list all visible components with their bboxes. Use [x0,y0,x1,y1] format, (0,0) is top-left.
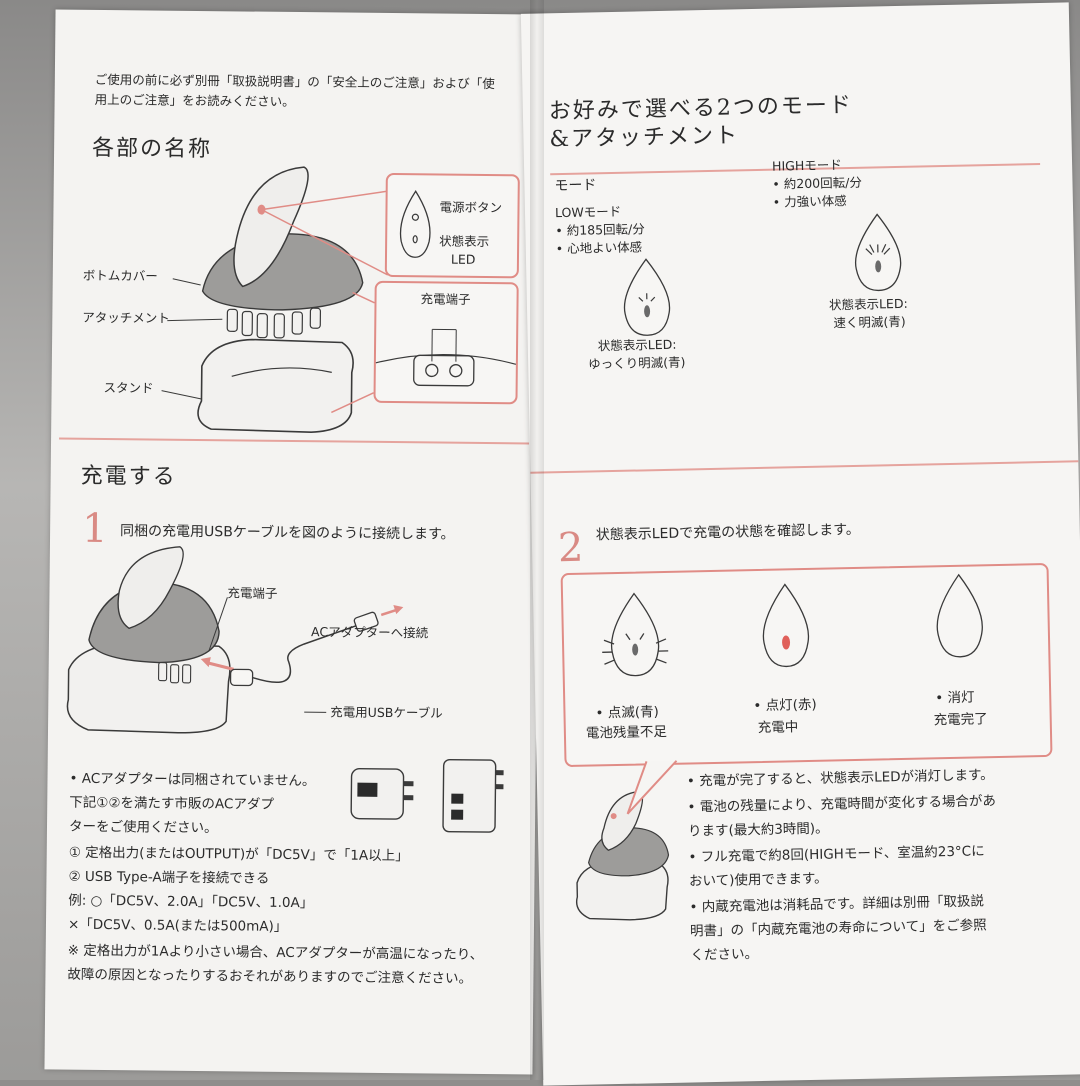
label-status-led-2: LED [451,252,476,269]
bullet-line: ください。 [690,945,758,965]
right-page: お好みで選べる2つのモード &アタッチメント モード LOWモード • 約185… [521,2,1080,1085]
label-bottom-cover: ボトムカバー [83,268,158,286]
step1-label-charge-port: 充電端子 [227,585,277,602]
state-off-2: 充電完了 [934,710,988,729]
bullet-line: • 電池の残量により、充電時間が変化する場合があ [687,792,996,817]
led-low-icon [616,257,678,338]
note-line: ×「DC5V、0.5A(または500mA)」 [68,916,288,937]
callout-power: 電源ボタン 状態表示 LED [385,173,520,278]
bullet-line: 明書」の「内蔵充電池の寿命について」をご参照 [690,916,987,940]
high-mode-line-2: • 力強い体感 [773,193,847,211]
modes-title-2: &アタッチメント [549,121,739,155]
label-attachment: アタッチメント [82,310,170,328]
label-charge-port: 充電端子 [420,291,470,308]
state-red-1: • 点灯(赤) [753,696,817,716]
label-power-button: 電源ボタン [439,200,502,218]
book-spine [530,0,544,1080]
led-off-icon [929,570,991,661]
low-led-2: ゆっくり明滅(青) [588,354,686,373]
charge-state-box: • 点滅(青) 電池残量不足 • 点灯(赤) 充電中 • 消灯 充電完了 [561,563,1053,767]
ac-adapter-illustration [347,749,508,841]
mode-label: モード [554,176,596,196]
note-line: ※ 定格出力が1Aより小さい場合、ACアダプターが高温になったり、 [68,942,484,965]
callout-charge-port: 充電端子 [373,281,518,405]
charge-title: 充電する [81,462,177,493]
step-1-text: 同梱の充電用USBケーブルを図のように接続します。 [120,522,455,544]
low-mode-line-1: • 約185回転/分 [555,221,645,240]
note-line: ② USB Type-A端子を接続できる [68,868,269,888]
section-divider-right [530,460,1078,473]
high-mode-line-1: • 約200回転/分 [772,175,862,194]
label-stand: スタンド [104,380,154,397]
low-led-1: 状態表示LED: [598,337,677,356]
state-off-1: • 消灯 [935,689,975,708]
led-high-icon [847,212,909,293]
note-line: 例: ○「DC5V、2.0A」「DC5V、1.0A」 [68,892,313,913]
high-led-1: 状態表示LED: [829,296,908,315]
left-page: ご使用の前に必ず別冊「取扱説明書」の「安全上のご注意」および「使 用上のご注意」… [44,9,543,1074]
state-blink-2: 電池残量不足 [586,723,667,743]
low-mode-name: LOWモード [555,204,622,222]
high-mode-name: HIGHモード [772,157,842,175]
bullet-line: • 充電が完了すると、状態表示LEDが消灯します。 [687,766,994,791]
led-blink-icon [599,589,671,680]
step1-label-ac-connect: ACアダプターへ接続 [311,624,428,642]
charging-illustration [58,550,500,755]
note-line: 下記①②を満たす市販のACアダプ [69,794,274,814]
note-line: 故障の原因となったりするおそれがありますのでご注意ください。 [67,966,472,988]
state-red-2: 充電中 [758,718,799,737]
step1-label-usb-cable: 充電用USBケーブル [330,704,443,722]
step-2-number: 2 [557,521,584,576]
note-line: ① 定格出力(またはOUTPUT)が「DC5V」で「1A以上」 [69,844,409,866]
step-1-number: 1 [82,502,108,556]
bullet-line: • 内蔵充電池は消耗品です。詳細は別冊「取扱説 [689,892,984,916]
step-2-text: 状態表示LEDで充電の状態を確認します。 [596,521,860,545]
high-led-2: 速く明滅(青) [833,314,906,332]
intro-line-1: ご使用の前に必ず別冊「取扱説明書」の「安全上のご注意」および「使 [95,72,495,93]
intro-line-2: 用上のご注意」をお読みください。 [95,92,295,111]
note-line: • ACアダプターは同梱されていません。 [69,770,315,791]
state-blink-1: • 点滅(青) [595,703,659,723]
bullet-line: おいて)使用できます。 [689,870,828,891]
note-line: ターをご使用ください。 [69,818,218,838]
bullet-line: ります(最大約3時間)。 [688,820,829,841]
label-status-led-1: 状態表示 [439,234,489,251]
bullet-line: • フル充電で約8回(HIGHモード、室温約23°Cに [688,842,984,866]
low-mode-line-2: • 心地よい体感 [556,239,643,258]
led-red-icon [755,580,817,671]
